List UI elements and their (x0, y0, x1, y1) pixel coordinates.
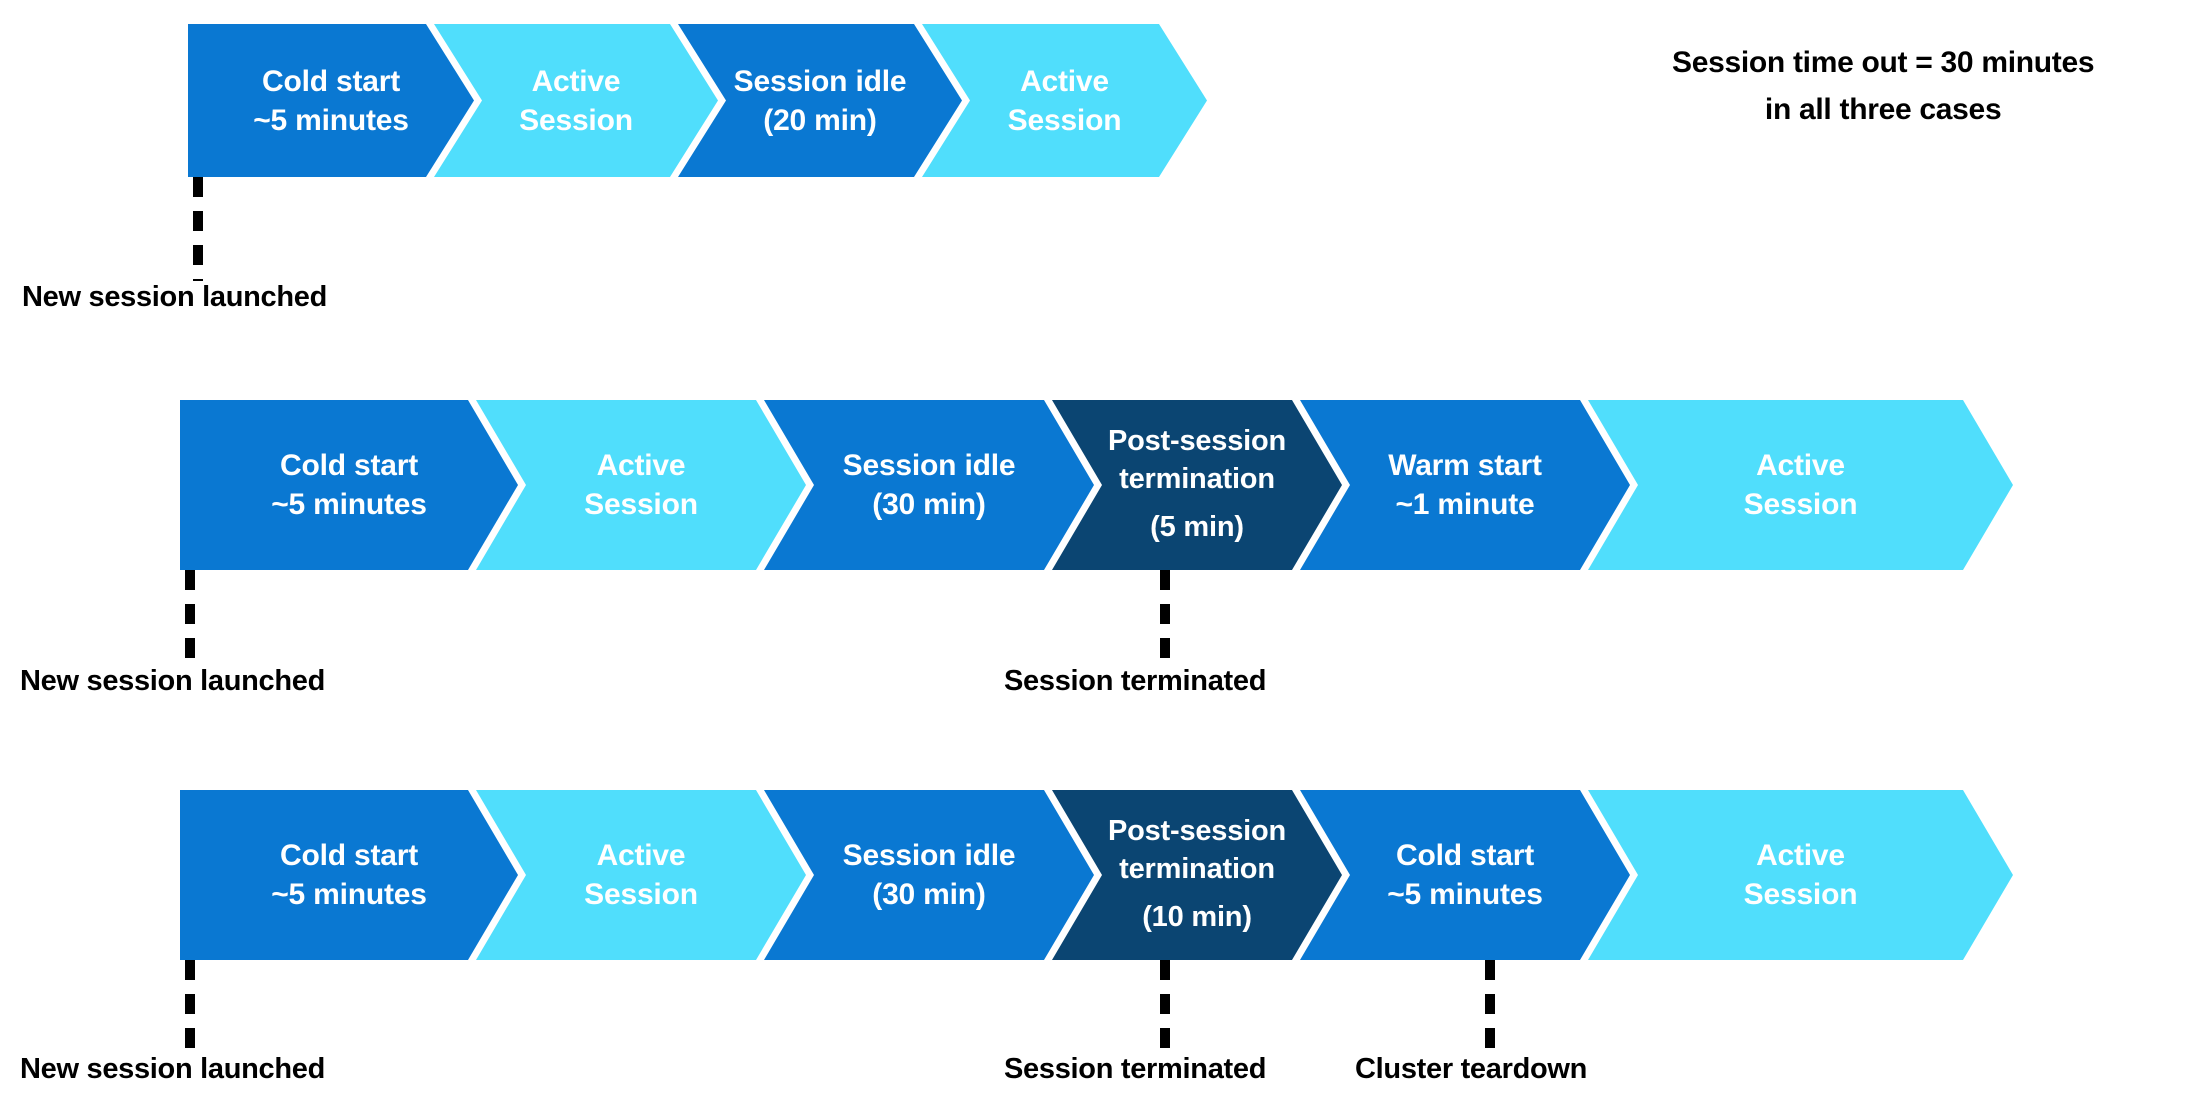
stage-label-line2: Session (1007, 103, 1122, 137)
marker-tick-cluster-teardown-3 (1485, 960, 1495, 1058)
stage-label-line2: ~5 minutes (253, 103, 409, 137)
stage-label-line2: termination (1119, 852, 1275, 885)
marker-tick-session-terminated-2 (1160, 570, 1170, 668)
marker-label-session-terminated-3: Session terminated (1004, 1053, 1267, 1085)
stage-active-session-2[interactable]: Active Session (1588, 790, 2013, 960)
stage-cold-start-2[interactable]: Cold start ~5 minutes (1300, 790, 1630, 960)
marker-label-new-session-launched-2: New session launched (20, 665, 326, 697)
session-timeout-note: Session time out = 30 minutes in all thr… (1672, 40, 2095, 133)
stage-label-line1: Active (1756, 449, 1845, 482)
stage-cold-start[interactable]: Cold start ~5 minutes (180, 400, 518, 570)
stage-label-line2: (20 min) (763, 103, 877, 137)
stage-label-line2: (30 min) (872, 878, 986, 911)
stage-label-line2: ~5 minutes (271, 488, 427, 521)
stage-label-line1: Session idle (733, 64, 907, 98)
stage-label-line2: ~5 minutes (271, 878, 427, 911)
stage-label-line1: Warm start (1388, 449, 1542, 482)
stage-active-session-2[interactable]: Active Session (922, 24, 1207, 177)
stage-warm-start[interactable]: Warm start ~1 minute (1300, 400, 1630, 570)
stage-label-line2: Session (584, 488, 698, 521)
timeline-row-case-2: Cold start ~5 minutes Active Session Ses… (180, 400, 2185, 570)
stage-label-line2: Session (1743, 878, 1858, 911)
stage-label-line2: Session (584, 878, 698, 911)
stage-label-line2: Session (519, 103, 633, 137)
stage-label-line1: Cold start (279, 449, 418, 482)
stage-post-session-termination[interactable]: Post-session termination (10 min) (1052, 790, 1342, 960)
stage-label-line2: (30 min) (872, 488, 986, 521)
stage-label-line1: Active (596, 839, 686, 872)
stage-post-session-termination[interactable]: Post-session termination (5 min) (1052, 400, 1342, 570)
stage-active-session[interactable]: Active Session (476, 400, 806, 570)
stage-label-line1: Active (1756, 839, 1845, 872)
stage-cold-start[interactable]: Cold start ~5 minutes (188, 24, 474, 177)
stage-label-spacer (1108, 888, 1286, 899)
stage-session-idle[interactable]: Session idle (20 min) (678, 24, 962, 177)
stage-label-line2: ~1 minute (1395, 488, 1535, 521)
timeline-row-case-1: Cold start ~5 minutes Active Session Ses… (188, 24, 1527, 177)
stage-label-line1: Session idle (842, 839, 1016, 872)
note-line-2: in all three cases (1764, 92, 2002, 126)
stage-label-line1: Cold start (279, 839, 418, 872)
marker-label-new-session-launched-1: New session launched (22, 281, 328, 313)
stage-label-line1: Active (596, 449, 686, 482)
stage-label-line1: Post-session (1107, 814, 1287, 847)
stage-cold-start[interactable]: Cold start ~5 minutes (180, 790, 518, 960)
timeline-row-case-3: Cold start ~5 minutes Active Session Ses… (180, 790, 2185, 960)
stage-label-line1: Session idle (842, 449, 1016, 482)
stage-label-spacer (1108, 498, 1286, 509)
stage-label-line2: ~5 minutes (1387, 878, 1543, 911)
marker-tick-new-session-launched-3 (185, 960, 195, 1058)
note-line-1: Session time out = 30 minutes (1672, 46, 2095, 79)
marker-label-new-session-launched-3: New session launched (20, 1053, 326, 1085)
marker-label-session-terminated-2: Session terminated (1004, 665, 1267, 697)
stage-label-line1: Active (531, 64, 621, 98)
stage-label-line1: Cold start (261, 64, 400, 98)
stage-active-session-2[interactable]: Active Session (1588, 400, 2013, 570)
stage-label-line2: Session (1743, 488, 1858, 521)
stage-active-session[interactable]: Active Session (434, 24, 718, 177)
stage-label-line1: Cold start (1395, 839, 1534, 872)
stage-label-line1: Active (1020, 64, 1109, 98)
marker-tick-session-terminated-3 (1160, 960, 1170, 1058)
stage-label-line1: Post-session (1107, 424, 1287, 457)
stage-session-idle[interactable]: Session idle (30 min) (764, 400, 1094, 570)
stage-session-idle[interactable]: Session idle (30 min) (764, 790, 1094, 960)
stage-label-line3: (5 min) (1150, 511, 1244, 544)
marker-label-cluster-teardown-3: Cluster teardown (1355, 1053, 1588, 1085)
marker-tick-new-session-launched-1 (193, 177, 203, 281)
stage-label-line3: (10 min) (1142, 901, 1252, 934)
stage-active-session[interactable]: Active Session (476, 790, 806, 960)
stage-label-line2: termination (1119, 462, 1275, 495)
marker-tick-new-session-launched-2 (185, 570, 195, 668)
